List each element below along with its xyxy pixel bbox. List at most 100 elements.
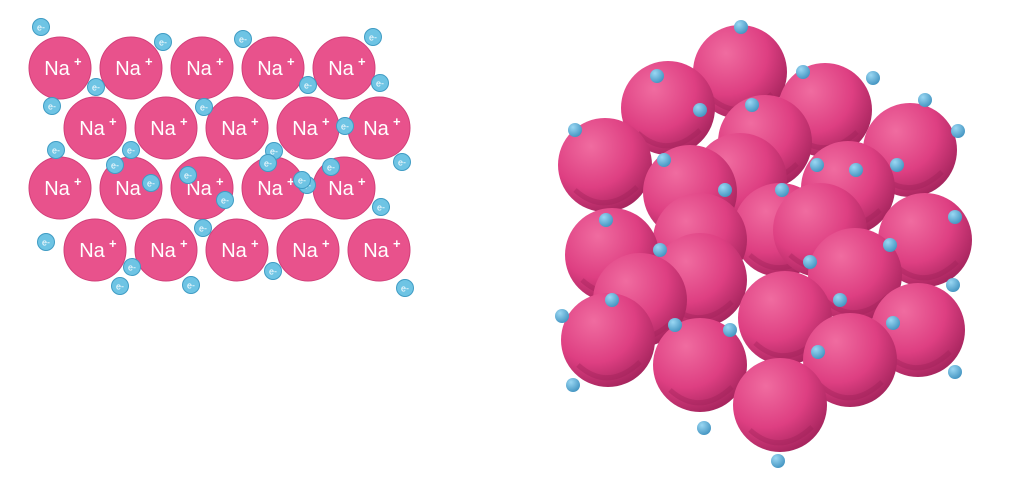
sphere-body — [653, 318, 747, 412]
electron: e- — [234, 30, 252, 48]
electron: e- — [322, 158, 340, 176]
electron-bead — [946, 278, 960, 292]
ion-circle — [134, 96, 198, 160]
ion-charge: + — [393, 114, 401, 129]
electron-label: e- — [52, 146, 60, 156]
ion-label: Na — [44, 58, 70, 80]
electron-bead — [668, 318, 682, 332]
ion-label: Na — [79, 240, 105, 262]
ion-charge: + — [251, 114, 259, 129]
ion-circle — [347, 218, 411, 282]
ion-circle — [63, 96, 127, 160]
sodium-3d-lattice — [555, 20, 972, 468]
electron-bead — [650, 69, 664, 83]
electron: e- — [299, 76, 317, 94]
ion-circle — [134, 218, 198, 282]
ion-label: Na — [221, 118, 247, 140]
electron: e- — [123, 258, 141, 276]
sphere-body — [558, 118, 652, 212]
ion-label: Na — [363, 118, 389, 140]
electron-dot — [264, 262, 282, 280]
electron-dot — [87, 78, 105, 96]
electron-label: e- — [376, 79, 384, 89]
ion-label: Na — [292, 118, 318, 140]
electron-dot — [336, 117, 354, 135]
electron-dot — [123, 258, 141, 276]
electron-dot — [106, 156, 124, 174]
ion-charge: + — [180, 114, 188, 129]
electron-bead — [811, 345, 825, 359]
electron-bead — [883, 238, 897, 252]
sodium-ion: Na + — [63, 218, 127, 282]
electron-bead — [599, 213, 613, 227]
electron-bead — [803, 255, 817, 269]
electron-dot — [122, 141, 140, 159]
electron-dot — [194, 219, 212, 237]
electron-dot — [111, 277, 129, 295]
electron-bead — [775, 183, 789, 197]
ion-label: Na — [186, 178, 212, 200]
electron-dot — [364, 28, 382, 46]
sphere-shadow — [636, 128, 702, 149]
electron-bead — [948, 210, 962, 224]
electron-bead — [918, 93, 932, 107]
ion-circle — [99, 36, 163, 100]
electron-dot — [299, 76, 317, 94]
ion-charge: + — [109, 114, 117, 129]
electron-bead — [866, 71, 880, 85]
electron-dot — [322, 158, 340, 176]
electron: e- — [259, 154, 277, 172]
electron-dot — [37, 233, 55, 251]
ion-circle — [28, 36, 92, 100]
electron-bead — [849, 163, 863, 177]
sodium-ion: Na+ — [205, 218, 269, 282]
electron: e- — [87, 78, 105, 96]
ion-charge: + — [109, 236, 117, 251]
ion-charge: + — [216, 54, 224, 69]
electron: e- — [194, 219, 212, 237]
sphere-body — [808, 228, 902, 322]
electron-dot — [32, 18, 50, 36]
sphere-shadow — [573, 185, 639, 206]
sodium-ion: Na+ — [241, 36, 305, 100]
ion-label: Na — [221, 240, 247, 262]
electron-bead — [657, 153, 671, 167]
electron-label: e- — [184, 171, 192, 181]
electron-bead — [948, 365, 962, 379]
electron: e- — [393, 153, 411, 171]
sodium-ion: Na+ — [28, 156, 92, 220]
electron-dot — [234, 30, 252, 48]
ion-charge: + — [358, 54, 366, 69]
electron-dot — [216, 191, 234, 209]
ion-charge: + — [74, 54, 82, 69]
electron: e- — [179, 166, 197, 184]
ion-circle — [241, 36, 305, 100]
ion-label: Na — [328, 178, 354, 200]
electron-bead — [718, 183, 732, 197]
ion-label: Na — [257, 58, 283, 80]
sodium-ion: Na+ — [170, 156, 234, 220]
electron-dot — [182, 276, 200, 294]
electron: e- — [182, 276, 200, 294]
ion-label: Na — [292, 240, 318, 262]
electron-bead — [555, 309, 569, 323]
electron: e- — [371, 74, 389, 92]
electron: e- — [154, 33, 172, 51]
ion-charge: + — [393, 236, 401, 251]
electron-dot — [142, 174, 160, 192]
sodium-ion: Na+ — [134, 218, 198, 282]
electron-label: e- — [147, 179, 155, 189]
electron-label: e- — [116, 282, 124, 292]
electron: e- — [142, 174, 160, 192]
electron-label: e- — [304, 81, 312, 91]
ion-charge: + — [145, 54, 153, 69]
electron-label: e- — [327, 163, 335, 173]
electron: e- — [37, 233, 55, 251]
electron: e- — [43, 97, 61, 115]
electron-bead — [693, 103, 707, 117]
electron-bead — [886, 316, 900, 330]
electron: e- — [336, 117, 354, 135]
electron-label: e- — [369, 33, 377, 43]
electron-label: e- — [341, 122, 349, 132]
sphere-shadow — [668, 385, 734, 406]
